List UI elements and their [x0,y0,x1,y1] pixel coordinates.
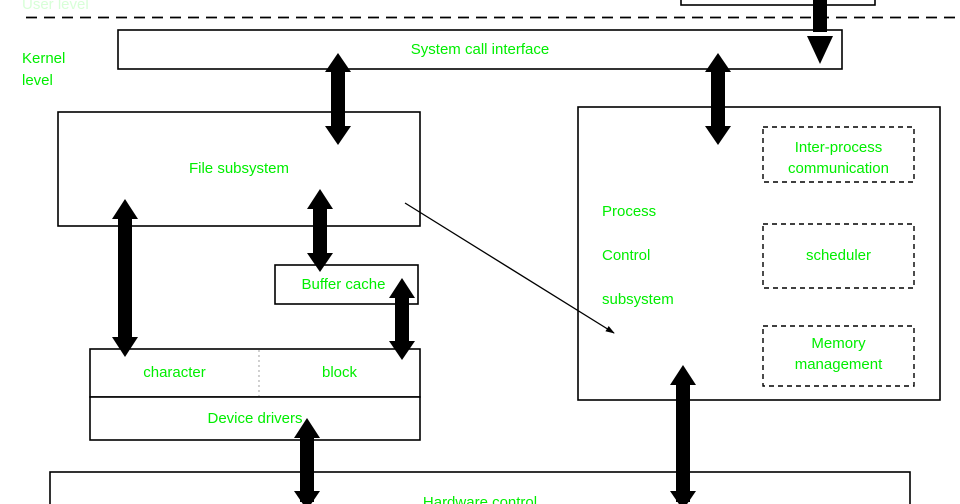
memory-management-label-line2: management [794,356,883,373]
process-control-subsystem-label-line2: Control [602,247,651,264]
arrow-process-control-hardware-control [670,365,696,504]
block-device-label: block [321,364,358,381]
memory-management-label-line1: Memory [811,335,866,352]
hardware-control-box [49,471,911,504]
arrow-device-drivers-hardware-control [294,418,320,504]
arrow-file-subsystem-buffer-cache [307,189,333,272]
hardware-control-label: Hardware control [422,494,538,504]
arrow-file-subsystem-device-drivers [112,199,138,357]
arrow-syscall-file-subsystem [325,53,351,145]
process-control-subsystem-label-line3: subsystem [602,291,674,308]
arrow-file-subsystem-pointer [404,202,615,334]
device-drivers-label: Device drivers [207,409,303,427]
character-device-label: character [143,364,206,381]
scheduler-label: scheduler [805,247,872,264]
kernel-level-label-line2: level [22,72,53,89]
ipc-label-line2: communication [788,160,889,177]
file-subsystem-label: File subsystem [188,160,290,177]
scheduler-box [762,223,915,289]
device-driver-stack [89,348,421,441]
process-control-subsystem-label-line1: Process [602,203,657,220]
user-level-label: User level [22,0,89,13]
memory-management-box [762,325,915,387]
system-call-interface-label: System call interface [410,40,550,58]
buffer-cache-label: Buffer cache [301,275,386,293]
arrow-buffer-cache-block [389,278,415,360]
file-subsystem-box [57,111,421,227]
ipc-label-line1: Inter-process [794,139,883,156]
arrow-user-to-syscall [807,0,833,64]
user-level-box-clipped [680,0,876,6]
arrow-syscall-process-control [705,53,731,145]
ipc-box [762,126,915,183]
kernel-level-label-line1: Kernel [22,50,66,67]
